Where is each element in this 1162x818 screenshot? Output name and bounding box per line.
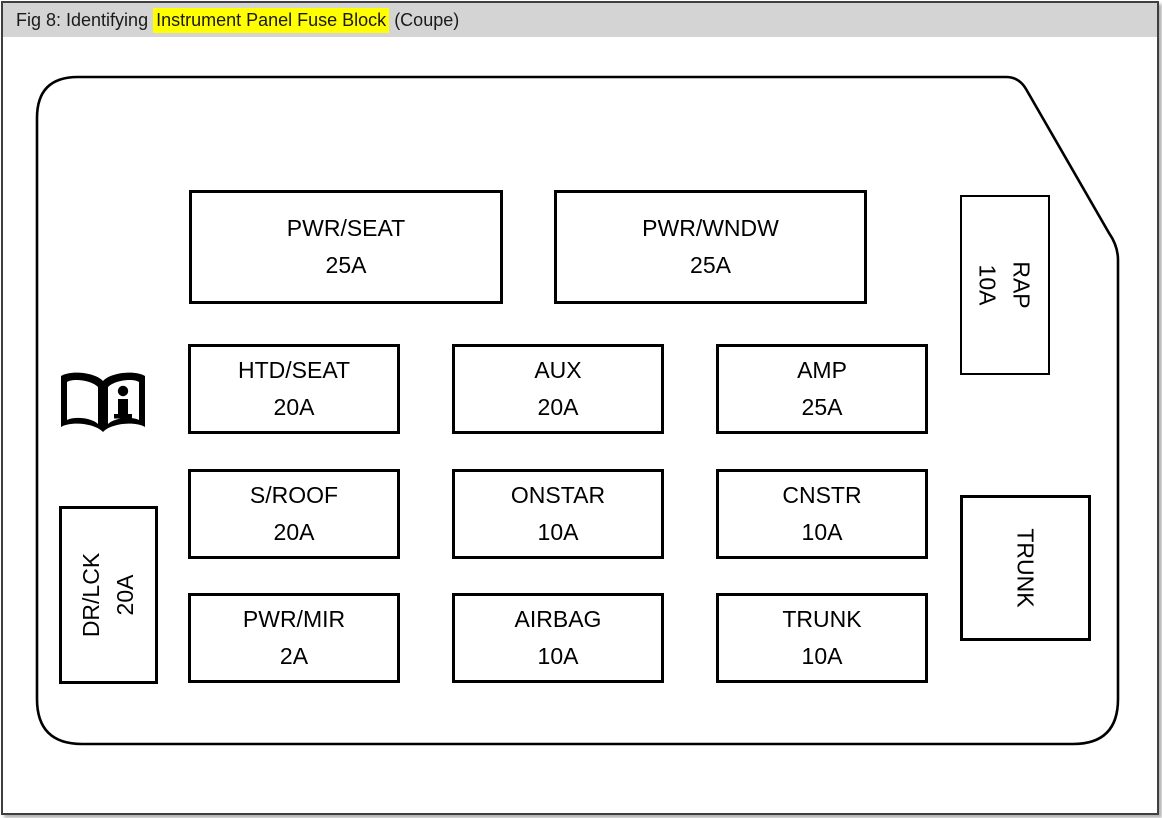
figure-title-highlight: Instrument Panel Fuse Block (153, 7, 390, 33)
fuse-airbag: AIRBAG 10A (452, 593, 664, 683)
fuse-amps: 25A (690, 252, 731, 278)
fuse-amps: 20A (112, 574, 139, 616)
fuse-label: ONSTAR (510, 482, 606, 508)
fuse-amps: 25A (325, 252, 367, 278)
fuse-label: CNSTR (782, 482, 862, 508)
fuse-amps: 2A (279, 643, 309, 669)
fuse-label: TRUNK (782, 606, 862, 632)
fuse-pwr-wndw: PWR/WNDW 25A (554, 190, 867, 304)
fuse-cnstr: CNSTR 10A (716, 469, 928, 559)
fuse-rap: RAP 10A (960, 195, 1050, 375)
figure-title-bar: Fig 8: Identifying Instrument Panel Fuse… (3, 3, 1157, 37)
fuse-amps: 10A (801, 643, 843, 669)
fuse-amps: 10A (801, 519, 843, 545)
fuse-label: DR/LCK (78, 552, 105, 638)
fuse-onstar: ONSTAR 10A (452, 469, 664, 559)
fuse-label: RAP (1008, 261, 1035, 309)
fuse-aux: AUX 20A (452, 344, 664, 434)
fuse-amps: 20A (537, 394, 579, 420)
fuse-label: AMP (797, 357, 847, 383)
fuse-amps: 20A (273, 394, 315, 420)
fuse-amps: 10A (537, 519, 579, 545)
fuse-label: PWR/WNDW (642, 215, 779, 241)
fuse-pwr-mir: PWR/MIR 2A (188, 593, 400, 683)
fuse-amps: 10A (974, 264, 1001, 306)
fuse-label: AUX (534, 357, 582, 383)
fuse-dr-lck: DR/LCK 20A (59, 506, 158, 684)
fuse-s-roof: S/ROOF 20A (188, 469, 400, 559)
fuse-label: S/ROOF (249, 482, 339, 508)
fuse-amps: 25A (801, 394, 843, 420)
fuse-label: TRUNK (1012, 528, 1039, 608)
owners-manual-book-icon (61, 372, 145, 432)
fuse-htd-seat: HTD/SEAT 20A (188, 344, 400, 434)
fuse-label: PWR/MIR (242, 606, 346, 632)
fuse-amp: AMP 25A (716, 344, 928, 434)
fuse-trunk: TRUNK 10A (716, 593, 928, 683)
figure-title-suffix: (Coupe) (389, 9, 460, 30)
fuse-pwr-seat: PWR/SEAT 25A (189, 190, 503, 304)
fuse-amps: 10A (537, 643, 579, 669)
fuse-label: AIRBAG (514, 606, 602, 632)
fuse-label: HTD/SEAT (237, 357, 351, 383)
fuse-amps: 20A (273, 519, 315, 545)
fuse-trunk-side: TRUNK (960, 495, 1091, 641)
figure-title-prefix: Fig 8: Identifying (16, 9, 154, 30)
fuse-label: PWR/SEAT (286, 215, 406, 241)
